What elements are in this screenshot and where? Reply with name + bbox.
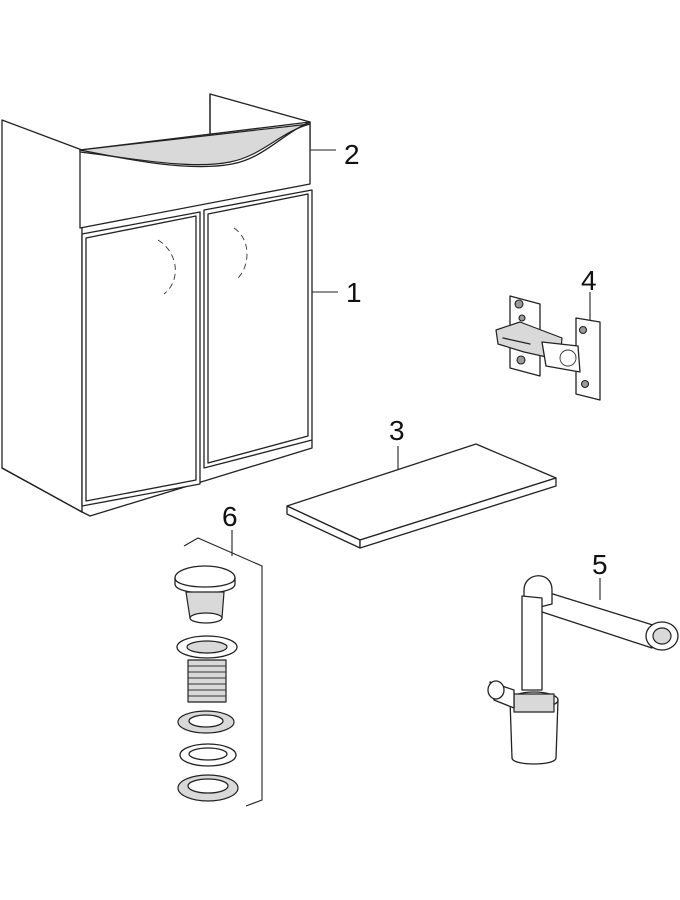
callout-6: 6 — [222, 501, 238, 532]
callout-3: 3 — [389, 415, 405, 446]
shelf — [286, 443, 557, 549]
leader-lines — [231, 149, 601, 600]
drain-valve-parts — [174, 537, 263, 807]
washbasin — [79, 121, 311, 229]
callout-1: 1 — [346, 277, 362, 308]
callout-5: 5 — [592, 549, 608, 580]
callout-2: 2 — [344, 139, 360, 170]
callout-4: 4 — [581, 265, 597, 296]
siphon — [487, 575, 679, 765]
hinge — [495, 295, 601, 401]
cabinet-doors — [81, 189, 313, 507]
